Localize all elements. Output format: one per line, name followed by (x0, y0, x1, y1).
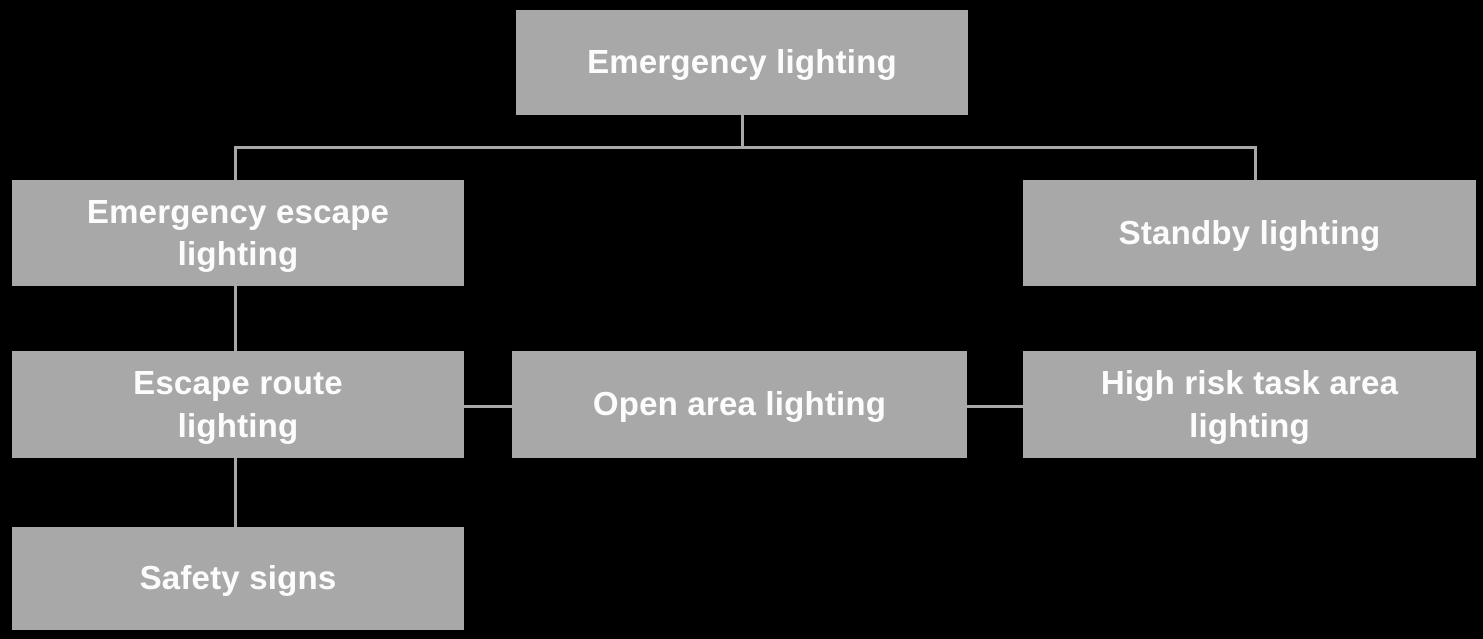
connector-root-stem (741, 115, 744, 146)
node-emergency-escape-lighting-label: Emergency escape lighting (86, 192, 390, 272)
connector-route-to-open-area (464, 405, 512, 408)
node-escape-route-lighting-label: Escape route lighting (133, 364, 343, 444)
node-safety-signs-label: Safety signs (139, 559, 337, 597)
node-emergency-lighting-label: Emergency lighting (587, 43, 897, 81)
node-open-area-lighting-label: Open area lighting (592, 385, 887, 423)
node-standby-lighting-label: Standby lighting (1118, 213, 1381, 251)
connector-open-area-to-high-risk (967, 405, 1023, 408)
node-safety-signs: Safety signs (12, 527, 464, 630)
node-emergency-escape-lighting: Emergency escape lighting (12, 180, 464, 286)
connector-main-horizontal (234, 146, 1257, 149)
node-open-area-lighting: Open area lighting (512, 351, 967, 458)
connector-escape-to-route (234, 286, 237, 351)
node-escape-route-lighting: Escape route lighting (12, 351, 464, 458)
connector-to-emergency-escape (234, 146, 237, 180)
node-high-risk-task-area-lighting-label: High risk task area lighting (1100, 364, 1399, 444)
connector-to-standby (1254, 146, 1257, 180)
node-standby-lighting: Standby lighting (1023, 180, 1476, 286)
node-high-risk-task-area-lighting: High risk task area lighting (1023, 351, 1476, 458)
node-emergency-lighting: Emergency lighting (516, 10, 968, 115)
connector-route-to-safety-signs (234, 458, 237, 527)
